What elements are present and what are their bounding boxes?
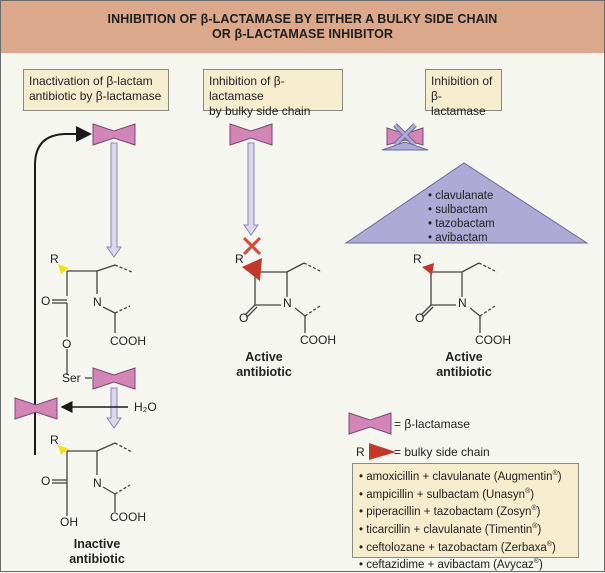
combination-item: • piperacillin + tazobactam (Zosyn®)	[359, 505, 541, 519]
caption-line-2: antibiotic	[436, 365, 492, 379]
hydroxyl-label: OH	[60, 515, 78, 529]
active-antibiotic-structure-3	[420, 262, 498, 333]
carbonyl-o-label: O	[415, 311, 425, 325]
down-arrow-hollow	[243, 142, 259, 236]
panel-3-label: Inhibition of β-lactamase	[425, 69, 502, 118]
combination-item: • ticarcillin + clavulanate (Timentin®)	[359, 522, 542, 536]
panel-3-label-line-2: β-lactamase	[431, 89, 486, 118]
inhibitor-triangle	[344, 162, 589, 244]
beta-lactamase-icon	[92, 367, 136, 390]
panel-1-label-line-2: antibiotic by β-lactamase	[29, 89, 162, 103]
title-line-1: INHIBITION OF β-LACTAMASE BY EITHER A BU…	[107, 12, 498, 26]
combination-products-box: • amoxicillin + clavulanate (Augmentin®)…	[352, 463, 579, 571]
title-banner: INHIBITION OF β-LACTAMASE BY EITHER A BU…	[1, 1, 604, 53]
r-label: R	[235, 252, 244, 266]
carbonyl-o-label: O	[239, 311, 249, 325]
panel-2-label-line-1: Inhibition of β-lactamase	[209, 74, 285, 103]
r-group-yellow	[58, 445, 69, 455]
inhibitor-list: • clavulanate • sulbactam • tazobactam •…	[428, 189, 495, 245]
active-antibiotic-caption-3: Active antibiotic	[429, 350, 499, 380]
r-label: R	[50, 433, 59, 447]
inhibitor-small-triangle	[381, 141, 429, 151]
cooh-label: COOH	[475, 333, 511, 347]
cooh-label: COOH	[110, 510, 146, 524]
beta-lactamase-icon	[229, 123, 273, 146]
nitrogen-label: N	[458, 296, 467, 310]
panel-3-label-line-1: Inhibition of	[431, 74, 493, 88]
legend-enzyme-text: = β-lactamase	[394, 417, 470, 431]
inhibitor-item: • avibactam	[428, 232, 488, 244]
r-group-yellow	[58, 264, 69, 274]
carbonyl-o-label: O	[41, 474, 51, 488]
panel-1-label: Inactivation of β-lactam antibiotic by β…	[23, 69, 169, 111]
recycle-arrow	[34, 126, 92, 455]
nitrogen-label: N	[283, 296, 292, 310]
nitrogen-label: N	[93, 476, 102, 490]
ester-o-label: O	[62, 337, 72, 351]
caption-line-2: antibiotic	[236, 365, 292, 379]
active-antibiotic-structure-2	[244, 262, 323, 333]
combination-item: • amoxicillin + clavulanate (Augmentin®)	[359, 470, 562, 483]
down-arrow-hollow	[106, 142, 122, 258]
carbonyl-o-label: O	[41, 294, 51, 308]
acyl-enzyme-structure	[52, 264, 133, 379]
combination-item: • ampicillin + sulbactam (Unasyn®)	[359, 487, 535, 501]
r-label: R	[50, 252, 59, 266]
nitrogen-label: N	[93, 295, 102, 309]
caption-line-2: antibiotic	[69, 552, 125, 566]
caption-line-1: Active	[245, 350, 283, 364]
panel-2-label-line-2: by bulky side chain	[209, 104, 311, 118]
inhibitor-item: • sulbactam	[428, 204, 488, 216]
beta-lactamase-icon	[92, 123, 136, 146]
cooh-label: COOH	[300, 333, 336, 347]
panel-1-label-line-1: Inactivation of β-lactam	[29, 74, 153, 88]
panel-2-label: Inhibition of β-lactamase by bulky side …	[203, 69, 343, 118]
water-label: H₂O	[134, 400, 157, 414]
active-antibiotic-caption-2: Active antibiotic	[229, 350, 299, 380]
beta-lactamase-icon	[14, 397, 58, 420]
inhibitor-item: • tazobactam	[428, 218, 495, 230]
ser-label: Ser	[62, 371, 81, 385]
down-arrow-hollow	[106, 387, 122, 429]
title-line-2: OR β-LACTAMASE INHIBITOR	[211, 27, 394, 41]
bulky-side-chain-icon	[422, 263, 434, 275]
legend-r-label: R	[356, 445, 365, 459]
cooh-label: COOH	[110, 334, 146, 348]
combination-item: • ceftolozane + tazobactam (Zerbaxa®)	[359, 540, 556, 554]
combination-item: • ceftazidime + avibactam (Avycaz®)	[359, 558, 543, 571]
caption-line-1: Inactive	[73, 537, 121, 551]
inactive-antibiotic-caption: Inactive antibiotic	[62, 537, 132, 567]
block-x-icon	[242, 236, 262, 256]
inhibitor-item: • clavulanate	[428, 190, 494, 202]
legend-beta-lactamase-icon	[348, 412, 392, 435]
r-label: R	[413, 252, 422, 266]
caption-line-1: Active	[445, 350, 483, 364]
inactive-antibiotic-structure	[52, 442, 133, 516]
legend-side-chain-text: = bulky side chain	[394, 445, 490, 459]
bulky-side-chain-icon	[242, 258, 262, 281]
legend-side-chain-icon	[369, 443, 396, 460]
